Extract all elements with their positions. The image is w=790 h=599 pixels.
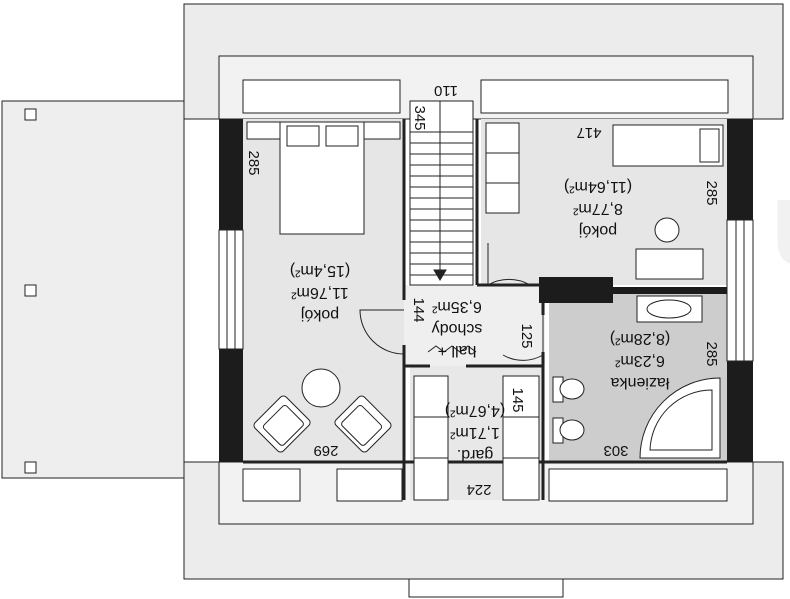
bedroom-right-area-gross: (11,64m²): [564, 178, 632, 195]
dim-right-wall-upper: 285: [703, 180, 720, 205]
partitions: [243, 119, 727, 500]
wardrobe-name: gard.: [457, 446, 493, 463]
dim-bath-right: 285: [703, 341, 720, 366]
bathroom-area-gross: (8,28m²): [610, 330, 670, 347]
toilet: [552, 376, 585, 403]
dim-wardrobe-side: 145: [509, 387, 526, 412]
dim-stair-height: 345: [411, 105, 428, 130]
skylights: [242, 79, 729, 502]
bidet: [552, 417, 585, 444]
terrace-markers: [24, 108, 37, 474]
dim-hall-height: 144: [410, 297, 427, 322]
dim-stair-width: 110: [434, 82, 458, 99]
floor-hall: [404, 285, 545, 366]
dim-bath-bottom: 303: [603, 442, 628, 459]
furniture: [246, 121, 724, 501]
dim-right-top: 417: [576, 124, 601, 141]
wardrobe-area-gross: (4,67m²): [445, 402, 505, 419]
bedroom-left-area: 11,76m²: [291, 284, 349, 301]
desk-right: [635, 248, 704, 280]
watermark: extradom: [770, 174, 790, 308]
doors: [359, 243, 544, 361]
dim-left-bottom: 269: [313, 442, 338, 459]
bathroom-name: łazienka: [611, 374, 670, 391]
hall-name-2: schody: [432, 320, 483, 337]
walls: [219, 119, 753, 462]
windows: [218, 219, 754, 362]
dimension-labels: 110 345 285 269 417 285 144 125 145 224 …: [245, 82, 720, 498]
bedroom-left-area-gross: (15,4m²): [290, 262, 350, 279]
hall-area: 6,35m²: [431, 298, 481, 315]
dim-hall-right: 125: [518, 323, 535, 348]
dim-wardrobe-bottom: 224: [466, 481, 491, 498]
bedroom-right-area: 8,77m²: [572, 200, 622, 217]
staircase: [409, 100, 474, 286]
bathroom-area: 6,23m²: [614, 352, 664, 369]
chimney-bottom: [408, 578, 564, 598]
wardrobe-right: [485, 122, 520, 214]
room-labels: pokój 11,76m² (15,4m²) pokój 8,77m² (11,…: [290, 178, 670, 463]
bedroom-left-name: pokój: [301, 306, 339, 323]
coffee-table: [301, 368, 341, 408]
bedroom-right-name: pokój: [579, 222, 617, 239]
hall-name-1: hall +: [438, 342, 477, 359]
round-table-right: [654, 217, 680, 243]
wardrobe-area: 1,71m²: [449, 424, 499, 441]
dim-left-wall: 285: [245, 150, 262, 175]
